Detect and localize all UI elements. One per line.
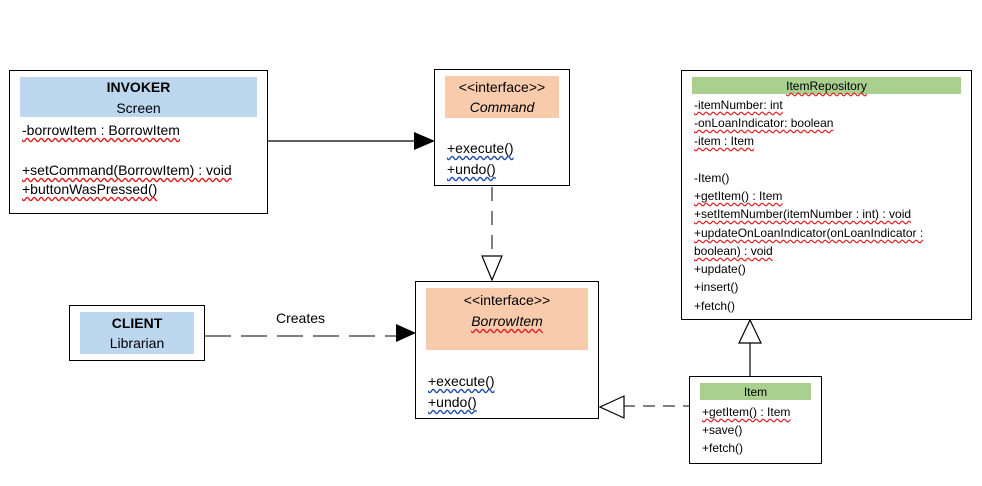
borrowitem-method-execute: +execute() — [428, 373, 495, 389]
borrowitem-name: BorrowItem — [471, 313, 543, 329]
itemrepository-attribute: -onLoanIndicator: boolean — [694, 116, 834, 130]
invoker-name: Screen — [116, 100, 161, 116]
itemrepository-method: +setItemNumber(itemNumber : int) : void — [694, 207, 912, 221]
invoker-attribute: -borrowItem : BorrowItem — [22, 122, 180, 138]
invoker-class-box: INVOKER Screen -borrowItem : BorrowItem … — [9, 70, 268, 214]
item-class-box: Item +getItem() : Item +save() +fetch() — [689, 376, 822, 464]
client-class-box: CLIENT Librarian — [69, 305, 205, 361]
creates-label: Creates — [276, 310, 326, 326]
itemrepository-method: +fetch() — [694, 299, 736, 313]
itemrepository-class-box: ItemRepository -itemNumber: int -onLoanI… — [681, 70, 972, 320]
itemrepository-method: +insert() — [694, 280, 739, 294]
invoker-method: +buttonWasPressed() — [22, 181, 158, 197]
invoker-stereotype: INVOKER — [106, 79, 171, 95]
itemrepository-method: +getItem() : Item — [694, 189, 783, 203]
command-header: <<interface>> Command — [445, 76, 559, 118]
command-method-undo: +undo() — [447, 161, 496, 177]
item-header: Item — [700, 383, 811, 400]
itemrepository-method: +updateOnLoanIndicator(onLoanIndicator : — [694, 226, 924, 240]
itemrepository-attribute: -itemNumber: int — [694, 98, 783, 112]
itemrepository-method: boolean) : void — [694, 244, 773, 258]
borrowitem-method-undo: +undo() — [428, 394, 477, 410]
invoker-method: +setCommand(BorrowItem) : void — [22, 162, 232, 178]
realization-arrowhead-borrowitem — [598, 395, 625, 419]
itemrepository-attribute: -item : Item — [694, 134, 755, 148]
borrowitem-header: <<interface>> BorrowItem — [426, 288, 588, 350]
item-name: Item — [743, 385, 768, 399]
client-name: Librarian — [109, 335, 165, 351]
command-method-execute: +execute() — [447, 140, 514, 156]
generalization-arrowhead — [738, 318, 762, 344]
itemrepository-method: +update() — [694, 262, 746, 276]
command-interface-box: <<interface>> Command +execute() +undo() — [434, 69, 570, 186]
creates-arrowhead — [396, 324, 416, 342]
item-method: +save() — [702, 423, 743, 437]
itemrepository-name: ItemRepository — [786, 79, 867, 93]
borrowitem-interface-box: <<interface>> BorrowItem +execute() +und… — [415, 281, 599, 419]
item-method: +getItem() : Item — [702, 405, 791, 419]
invoker-header: INVOKER Screen — [20, 77, 257, 117]
itemrepository-header: ItemRepository — [692, 77, 961, 94]
realization-arrowhead-command — [481, 255, 503, 282]
client-header: CLIENT Librarian — [80, 312, 194, 354]
client-stereotype: CLIENT — [111, 315, 163, 331]
command-name: Command — [469, 99, 535, 115]
command-stereotype: <<interface>> — [458, 79, 546, 95]
item-method: +fetch() — [702, 441, 744, 455]
borrowitem-stereotype: <<interface>> — [463, 292, 551, 308]
association-arrowhead — [414, 132, 435, 150]
itemrepository-method: -Item() — [694, 171, 730, 185]
